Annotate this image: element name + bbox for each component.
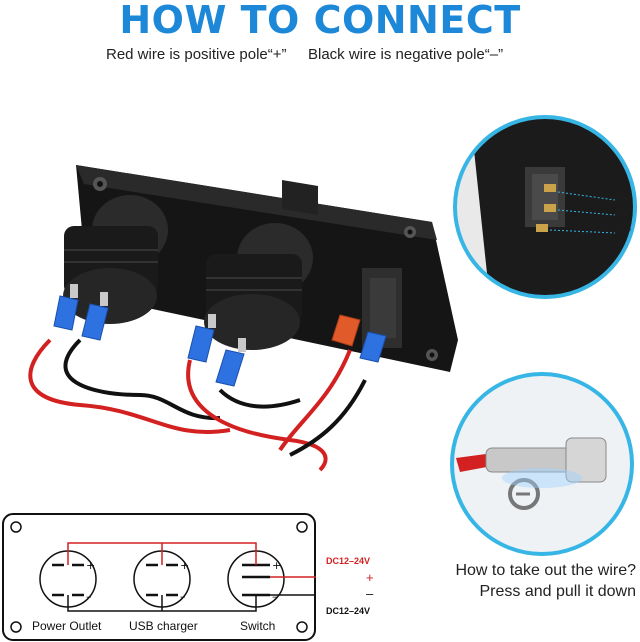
terminal-label-positive-2: “+”	[620, 209, 632, 219]
black-wire-note: Black wire is negative pole“–”	[308, 46, 504, 63]
svg-text:+: +	[180, 559, 189, 572]
page-title: HOW TO CONNECT	[119, 0, 521, 42]
label-power-outlet: Power Outlet	[32, 619, 102, 633]
positive-sign: +	[366, 570, 374, 585]
label-usb-charger: USB charger	[129, 619, 198, 633]
removal-callout	[450, 372, 634, 556]
svg-text:–: –	[272, 590, 278, 603]
svg-text:–: –	[86, 590, 92, 603]
terminal-callout	[453, 115, 637, 299]
svg-text:+: +	[86, 559, 95, 572]
terminal-label-negative: “–”	[620, 227, 631, 237]
svg-text:+: +	[272, 559, 281, 572]
removal-tip-question: How to take out the wire?	[455, 562, 636, 579]
wiring-diagram: + – + – + – Power Outlet USB charger Swi…	[2, 513, 316, 641]
label-switch: Switch	[240, 619, 276, 633]
removal-tip: How to take out the wire? Press and pull…	[418, 560, 636, 602]
terminal-label-positive-1: “+”	[620, 194, 632, 204]
negative-sign: –	[366, 586, 374, 601]
supply-voltage-negative: DC12–24V	[326, 606, 371, 616]
red-wire-note: Red wire is positive pole“+”	[106, 46, 287, 63]
supply-voltage-positive: DC12–24V	[326, 556, 371, 566]
removal-tip-answer: Press and pull it down	[479, 583, 636, 600]
svg-text:–: –	[180, 590, 186, 603]
